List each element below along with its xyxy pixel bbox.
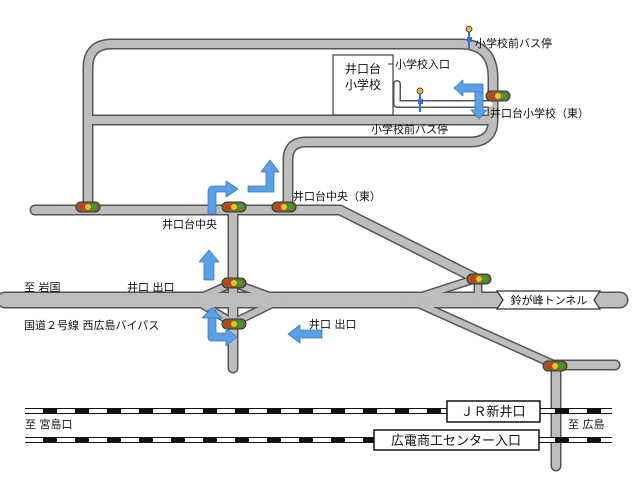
turn-arrow-icon — [287, 324, 323, 344]
traffic-signal-icon — [466, 273, 492, 285]
traffic-signal-icon — [75, 201, 101, 213]
tram-station-sign — [373, 429, 540, 451]
intersection-school-east-label: 井口台小学校（東） — [490, 106, 589, 120]
traffic-signal-icon — [221, 318, 247, 330]
bus-stop-icon — [416, 87, 424, 112]
road-upper-loop — [84, 40, 497, 212]
tunnel-sign: 鈴が峰トンネル — [495, 290, 602, 310]
intersection-center-east-label: 井口台中央（東） — [293, 189, 381, 203]
turn-arrow-icon — [207, 309, 238, 347]
tram-station-label: 広電商工センター入口 — [391, 434, 521, 449]
to-hiroshima-label: 至 広島 — [568, 417, 605, 431]
school-name-line2: 小学校 — [345, 77, 381, 92]
route-name-label: 国道２号線 西広島バイパス — [24, 318, 159, 332]
traffic-signal-icon — [485, 90, 511, 102]
school-building — [332, 54, 394, 116]
traffic-signal-icon — [221, 277, 247, 289]
to-iwakuni-label: 至 岩国 — [24, 280, 61, 294]
traffic-signal-icon — [271, 201, 297, 213]
to-miyajimaguchi-label: 至 宮島口 — [25, 417, 73, 431]
exit-west-label: 井口 出口 — [127, 280, 175, 294]
intersection-center-label: 井口台中央 — [162, 217, 217, 231]
turn-arrows — [198, 79, 488, 347]
turn-arrow-icon — [201, 307, 223, 319]
school-entrance-label: 小学校入口 — [395, 57, 450, 71]
jr-station-sign — [446, 400, 541, 423]
tunnel-label: 鈴が峰トンネル — [511, 293, 588, 307]
turn-arrow-icon — [198, 249, 220, 281]
exit-east-label: 井口 出口 — [309, 317, 357, 331]
bus-stop-icon — [465, 25, 473, 50]
jr-station-label: ＪＲ新井口 — [460, 404, 525, 420]
bus-stop-top-label: 小学校前バス停 — [475, 36, 552, 50]
school-name-line1: 井口台 — [345, 61, 381, 76]
bus-stop-mid-label: 小学校前バス停 — [371, 122, 448, 136]
traffic-signal-icon — [221, 201, 247, 213]
traffic-signal-icon — [542, 360, 568, 372]
turn-arrow-icon — [207, 180, 239, 215]
turn-arrow-icon — [247, 159, 280, 193]
turn-arrow-icon — [470, 91, 488, 120]
